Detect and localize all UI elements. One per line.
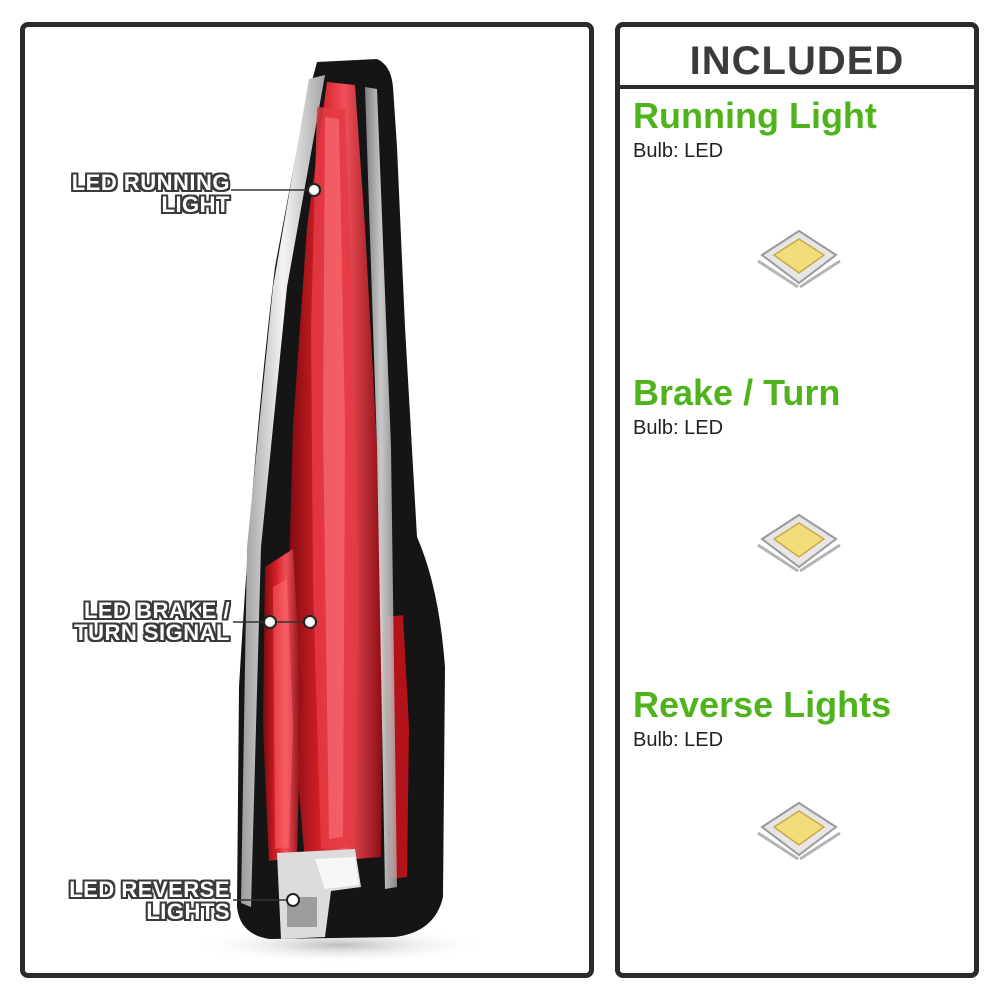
feature-name-running-light: Running Light (633, 95, 877, 136)
led-chip-icon (757, 513, 841, 573)
product-image-panel: LED RUNNING LIGHT LED BRAKE / TURN SIGNA… (20, 22, 594, 978)
callout-line: LED BRAKE / (83, 598, 230, 623)
callout-line: LIGHT (161, 192, 230, 217)
callout-line: LED RUNNING (71, 170, 230, 195)
callout-running-light: LED RUNNING LIGHT (35, 172, 230, 216)
reverse-marker (286, 893, 300, 907)
brake-marker-left (263, 615, 277, 629)
brake-marker-right (303, 615, 317, 629)
included-title: INCLUDED (689, 39, 905, 83)
led-chip-icon (757, 229, 841, 289)
callout-brake-turn: LED BRAKE / TURN SIGNAL (35, 600, 230, 644)
callout-line: LED REVERSE (69, 877, 230, 902)
included-panel: INCLUDED Running Light Bulb: LED Brake /… (615, 22, 979, 978)
callout-line: LIGHTS (146, 899, 230, 924)
feature-bulb-running-light: Bulb: LED (633, 140, 724, 162)
running-light-marker (307, 183, 321, 197)
feature-bulb-brake-turn: Bulb: LED (633, 417, 724, 439)
title-divider (620, 85, 974, 89)
callout-reverse-lights: LED REVERSE LIGHTS (35, 879, 230, 923)
feature-name-reverse-lights: Reverse Lights (633, 684, 892, 725)
callout-line: TURN SIGNAL (74, 620, 230, 645)
feature-bulb-reverse-lights: Bulb: LED (633, 729, 724, 751)
led-chip-icon (757, 801, 841, 861)
tail-light-image (190, 59, 490, 963)
feature-name-brake-turn: Brake / Turn (633, 372, 841, 413)
